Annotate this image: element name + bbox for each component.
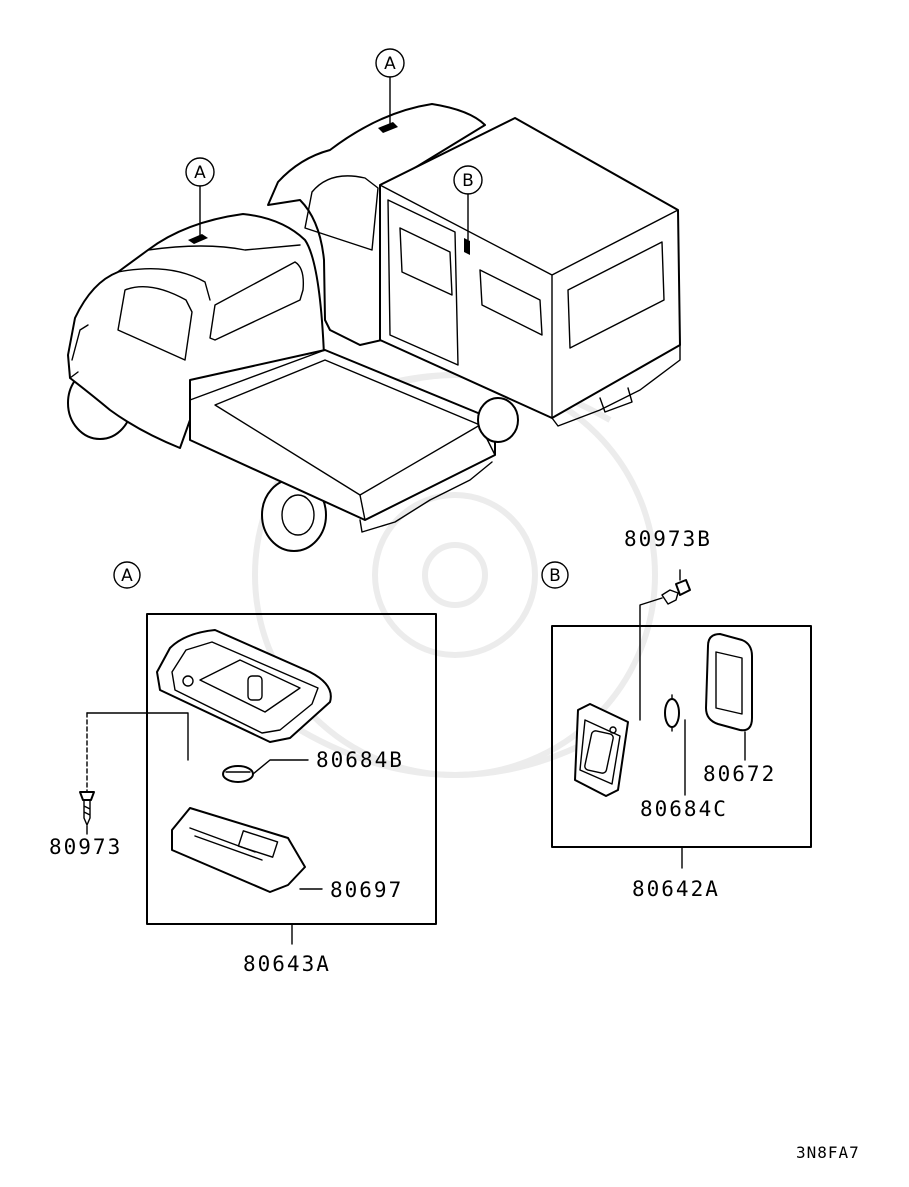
van-truck-illustration (267, 103, 681, 443)
drawing-code: 3N8FA7 (796, 1143, 860, 1162)
callout-a-right: A (384, 54, 396, 74)
section-b-letter: B (549, 566, 561, 586)
lamp-housing-80643a (156, 629, 332, 743)
label-80643a: 80643A (243, 952, 331, 976)
section-b: B 80973B 80684C 80 (541, 527, 812, 901)
label-80642a: 80642A (632, 877, 720, 901)
lens-80697 (171, 807, 323, 893)
label-80973b: 80973B (624, 527, 712, 551)
section-a: A 80973 80684B (49, 561, 437, 976)
top-callouts: A A B (185, 48, 483, 241)
pickup-truck-illustration (67, 213, 496, 552)
lamp-body-80642a (574, 703, 629, 797)
lens-80672 (705, 633, 753, 761)
label-80973: 80973 (49, 835, 122, 859)
bulb-80684b (222, 759, 309, 783)
callout-b: B (462, 171, 474, 191)
screw-80973b (639, 569, 691, 721)
label-80684c: 80684C (640, 797, 728, 821)
label-80697: 80697 (330, 878, 403, 902)
label-80684b: 80684B (316, 748, 404, 772)
bulb-80684c (664, 694, 686, 796)
section-a-letter: A (121, 566, 133, 586)
callout-a-left: A (194, 163, 206, 183)
screw-80973 (79, 712, 189, 835)
label-80672: 80672 (703, 762, 776, 786)
